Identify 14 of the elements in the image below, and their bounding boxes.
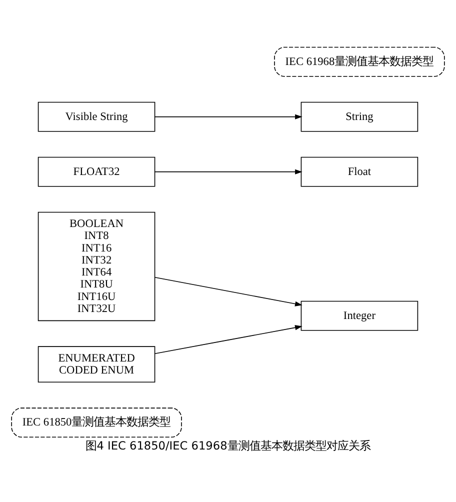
node-box: Visible String — [38, 101, 156, 132]
node-box: IEC 61968量测值基本数据类型 — [274, 46, 445, 76]
node-box: Float — [300, 156, 418, 186]
node-box: Integer — [300, 300, 418, 330]
node-box: BOOLEAN INT8 INT16 INT32 INT64 INT8U INT16U INT32U — [38, 211, 156, 321]
node-box: ENUMERATED CODED ENUM — [38, 346, 156, 382]
arrow — [154, 168, 302, 174]
arrow — [154, 324, 302, 354]
caption: 图4 IEC 61850/IEC 61968量测值基本数据类型对应关系 — [86, 438, 370, 452]
node-box: FLOAT32 — [38, 156, 156, 186]
arrow — [154, 114, 302, 119]
arrow — [154, 276, 302, 306]
node-box: String — [300, 101, 418, 132]
node-box: IEC 61850量测值基本数据类型 — [11, 407, 182, 438]
